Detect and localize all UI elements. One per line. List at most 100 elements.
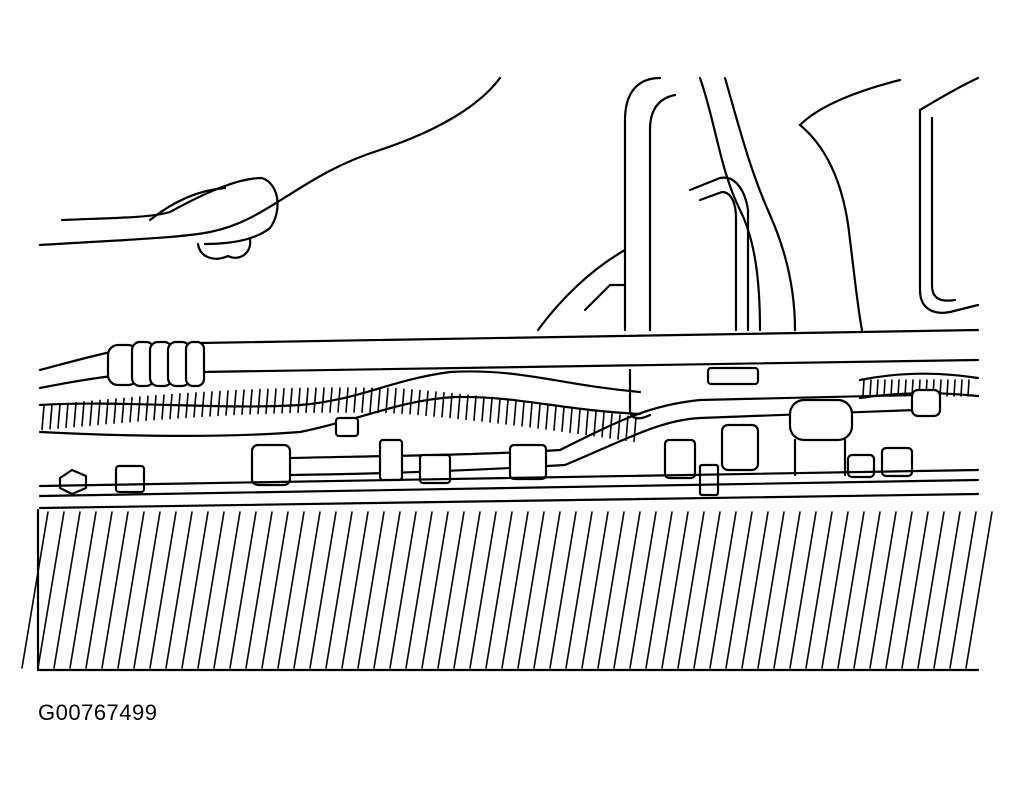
radiator-fin	[805, 511, 833, 669]
radiator-fin	[373, 511, 401, 669]
harness-rib	[521, 401, 525, 427]
harness-rib	[129, 396, 133, 423]
harness-rib	[433, 391, 437, 417]
harness-rib	[217, 390, 221, 417]
radiator-fin	[741, 511, 769, 669]
harness-rib	[489, 397, 493, 423]
radiator-fin	[917, 511, 945, 669]
harness-rib	[890, 379, 893, 397]
radiator-fin	[645, 511, 673, 669]
radiator-fin	[309, 511, 337, 669]
harness-rib	[869, 379, 872, 397]
harness-rib	[209, 391, 213, 417]
radiator-fin	[693, 511, 721, 669]
radiator-fin	[933, 511, 961, 669]
radiator-fin	[245, 511, 273, 669]
harness-rib	[625, 415, 629, 442]
radiator-fin	[405, 511, 433, 669]
radiator-fin	[357, 511, 385, 669]
radiator-fin	[965, 511, 993, 669]
harness-rib	[409, 389, 413, 415]
harness-rib	[89, 400, 93, 426]
harness-rib	[73, 401, 77, 428]
radiator-fin	[757, 511, 785, 669]
radiator-fin	[629, 511, 657, 669]
harness-rib	[449, 392, 453, 419]
harness-rib	[593, 410, 597, 437]
harness-rib	[329, 387, 333, 413]
harness-rib	[289, 387, 293, 414]
upper-pipe	[38, 328, 980, 390]
harness-rib	[553, 405, 557, 431]
radiator-fin	[581, 511, 609, 669]
harness-rib	[513, 400, 517, 426]
harness-rib	[967, 379, 970, 397]
harness-rib	[545, 404, 549, 430]
harness-rib	[633, 416, 637, 443]
harness-rib	[585, 409, 589, 436]
harness-rib	[377, 387, 381, 414]
harness-rib	[561, 406, 565, 433]
radiator-fin	[133, 511, 161, 669]
harness-rib	[185, 392, 189, 419]
harness-rib	[81, 401, 85, 427]
radiator-fin	[469, 511, 497, 669]
harness-rib	[876, 379, 879, 397]
harness-rib	[97, 399, 101, 426]
radiator-fin	[293, 511, 321, 669]
harness-rib	[105, 398, 109, 425]
harness-rib	[457, 393, 461, 420]
harness-rib	[225, 390, 229, 416]
radiator-core	[21, 508, 993, 672]
harness-rib	[241, 389, 245, 416]
radiator-fin	[565, 511, 593, 669]
radiator-fin	[517, 511, 545, 669]
radiator-fin	[885, 511, 913, 669]
harness-rib	[601, 412, 605, 438]
harness-rib	[441, 392, 445, 418]
radiator-fin	[117, 511, 145, 669]
harness-rib	[201, 391, 205, 418]
radiator-fin	[533, 511, 561, 669]
radiator-fin	[261, 511, 289, 669]
harness-rib	[401, 388, 405, 415]
harness-rib	[425, 390, 429, 417]
radiator-fin	[501, 511, 529, 669]
harness-rib	[273, 388, 277, 414]
radiator-fin	[213, 511, 241, 669]
radiator-top-rail	[38, 468, 980, 510]
radiator-fin	[597, 511, 625, 669]
harness-rib	[617, 414, 621, 440]
radiator-fin	[421, 511, 449, 669]
radiator-fin	[53, 511, 81, 669]
radiator-fin	[325, 511, 353, 669]
radiator-fin	[229, 511, 257, 669]
engine-frame-outline	[536, 76, 980, 332]
harness-rib	[481, 396, 485, 422]
radiator-fin	[613, 511, 641, 669]
harness-rib	[121, 397, 125, 424]
radiator-fin	[437, 511, 465, 669]
harness-rib	[960, 379, 963, 397]
harness-rib	[233, 389, 237, 416]
radiator-fin	[485, 511, 513, 669]
harness-rib	[321, 387, 325, 413]
harness-rib	[345, 387, 349, 413]
harness-rib	[385, 387, 389, 414]
radiator-fin	[853, 511, 881, 669]
harness-rib	[569, 407, 573, 434]
radiator-fin	[949, 511, 977, 669]
radiator-fin	[453, 511, 481, 669]
harness-rib	[145, 395, 149, 422]
harness-rib	[49, 404, 53, 430]
radiator-fin	[37, 511, 65, 669]
radiator-fin	[149, 511, 177, 669]
radiator-fin	[661, 511, 689, 669]
radiator-fin	[181, 511, 209, 669]
harness-rib	[57, 403, 61, 429]
radiator-fin	[677, 511, 705, 669]
harness-rib	[883, 379, 886, 397]
harness-rib	[177, 393, 181, 419]
harness-rib	[265, 388, 269, 415]
